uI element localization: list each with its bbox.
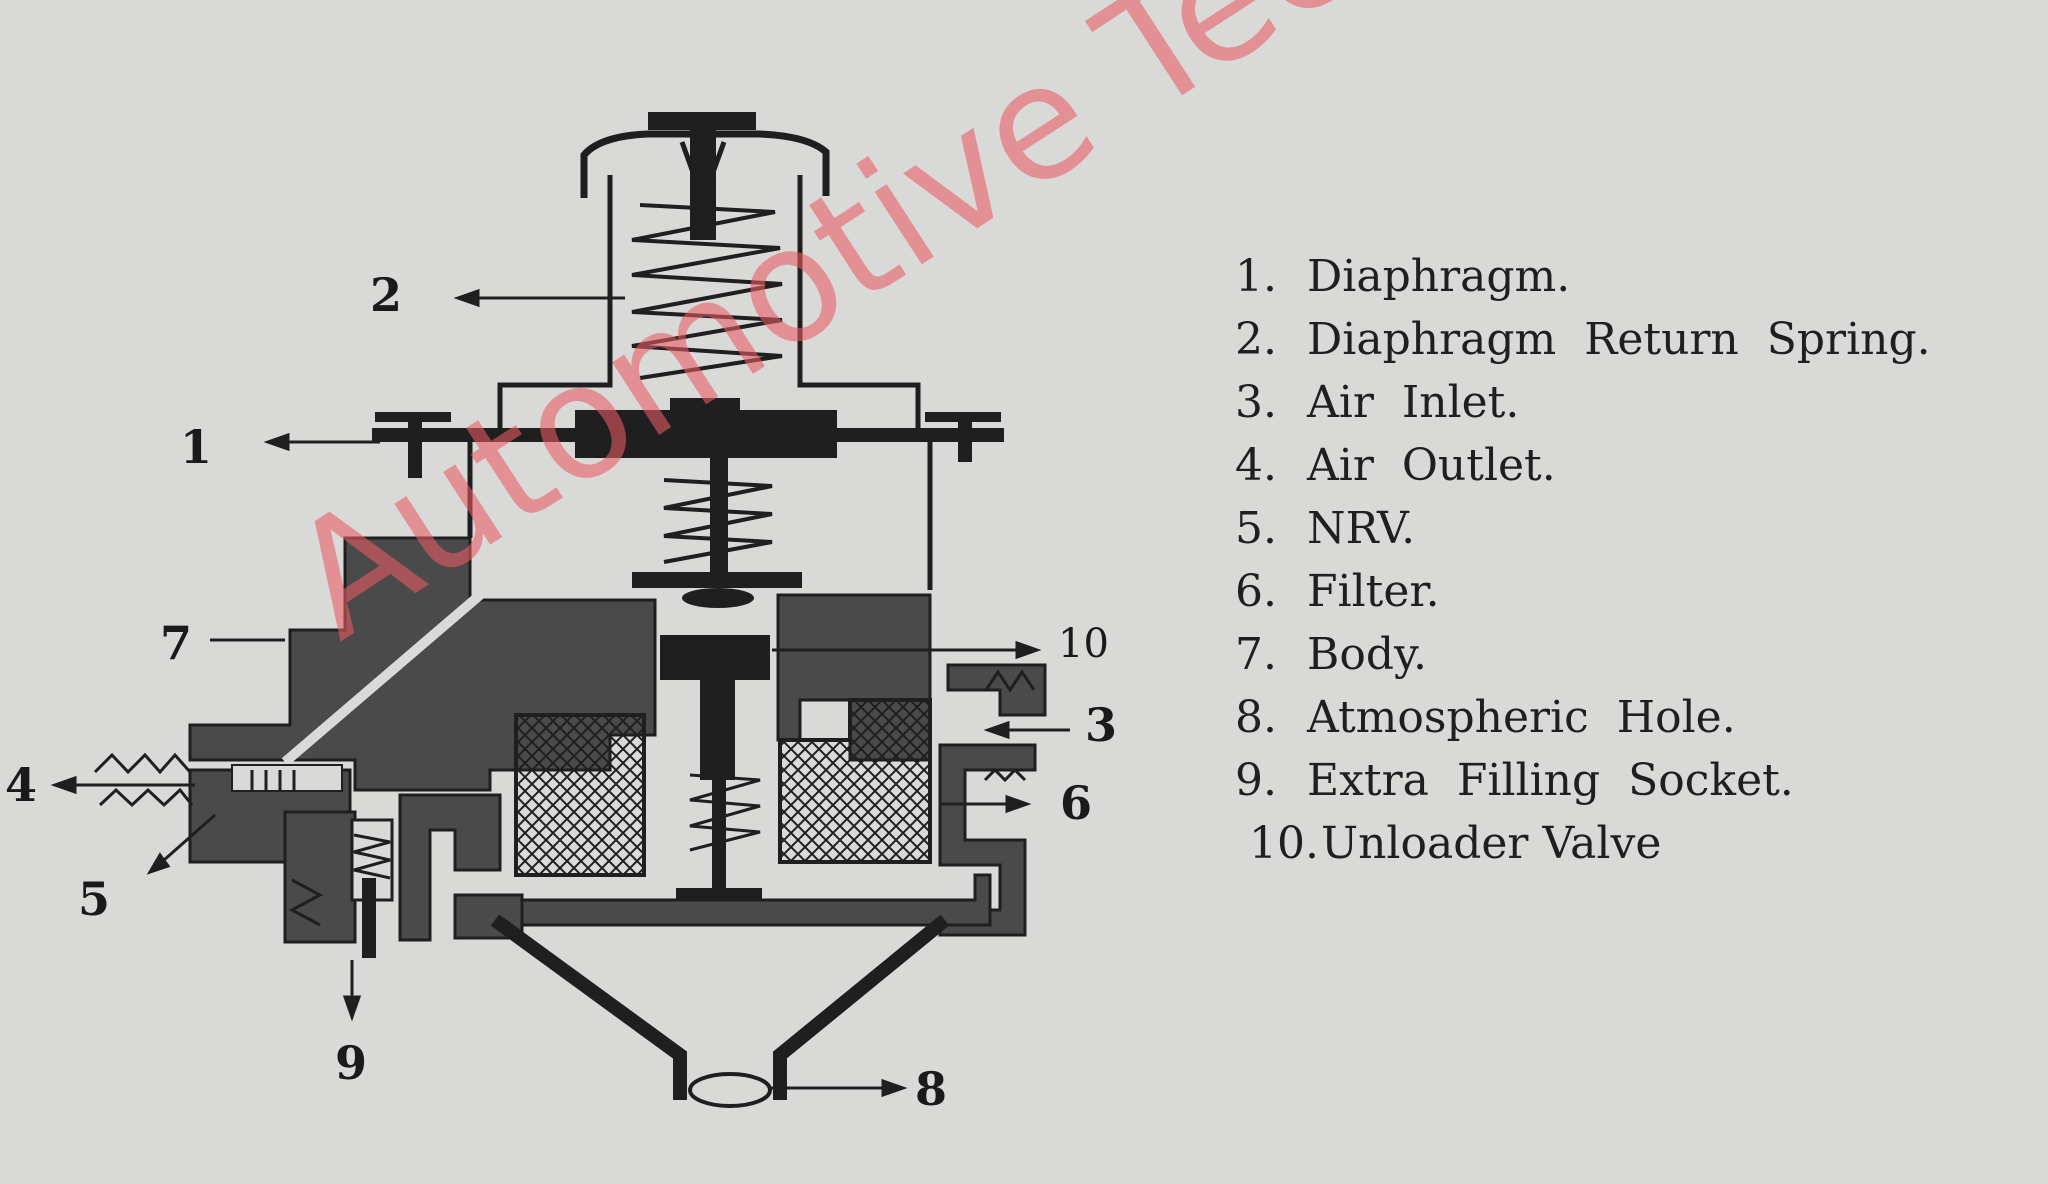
diaphragm	[372, 398, 1004, 478]
lower-housing	[467, 442, 933, 590]
callout-9: 9	[335, 1036, 368, 1090]
legend-item: 9.Extra Filling Socket.	[1235, 755, 1794, 806]
diaphragm-return-spring	[631, 203, 783, 380]
callout-8: 8	[915, 1062, 948, 1116]
inlet-port	[938, 663, 1047, 937]
leader-lines	[50, 288, 1070, 1098]
callout-5: 5	[78, 872, 111, 926]
legend-item: 10.Unloader Valve	[1249, 818, 1662, 869]
callout-6: 6	[1060, 776, 1093, 830]
legend-item: 5.NRV.	[1235, 503, 1416, 554]
legend-item: 3.Air Inlet.	[1235, 377, 1520, 428]
unloader-valve	[660, 635, 770, 780]
legend-item: 8.Atmospheric Hole.	[1235, 692, 1736, 743]
spring-housing	[497, 175, 921, 430]
filter-left	[514, 713, 646, 877]
callout-10: 10	[1058, 621, 1109, 667]
callout-3: 3	[1085, 698, 1118, 752]
callout-4: 4	[5, 758, 38, 812]
legend-item: 2.Diaphragm Return Spring.	[1235, 314, 1931, 365]
valve-stem	[632, 458, 802, 608]
adjusting-screw	[648, 112, 756, 240]
parts-legend: 1.Diaphragm. 2.Diaphragm Return Spring. …	[1235, 245, 1931, 875]
legend-item: 1.Diaphragm.	[1235, 251, 1571, 302]
callout-2: 2	[370, 268, 403, 322]
callout-7: 7	[160, 616, 193, 670]
callout-1: 1	[180, 420, 213, 474]
atmospheric-hole	[688, 1072, 772, 1108]
spring-cap	[580, 130, 830, 198]
filter-right	[778, 698, 932, 864]
diagonal-passage	[281, 591, 484, 766]
inner-spring	[689, 773, 761, 852]
legend-item: 4.Air Outlet.	[1235, 440, 1556, 491]
base-funnel	[453, 873, 992, 1108]
nrv-and-socket	[283, 793, 502, 958]
legend-item: 7.Body.	[1235, 629, 1427, 680]
legend-item: 6.Filter.	[1235, 566, 1440, 617]
